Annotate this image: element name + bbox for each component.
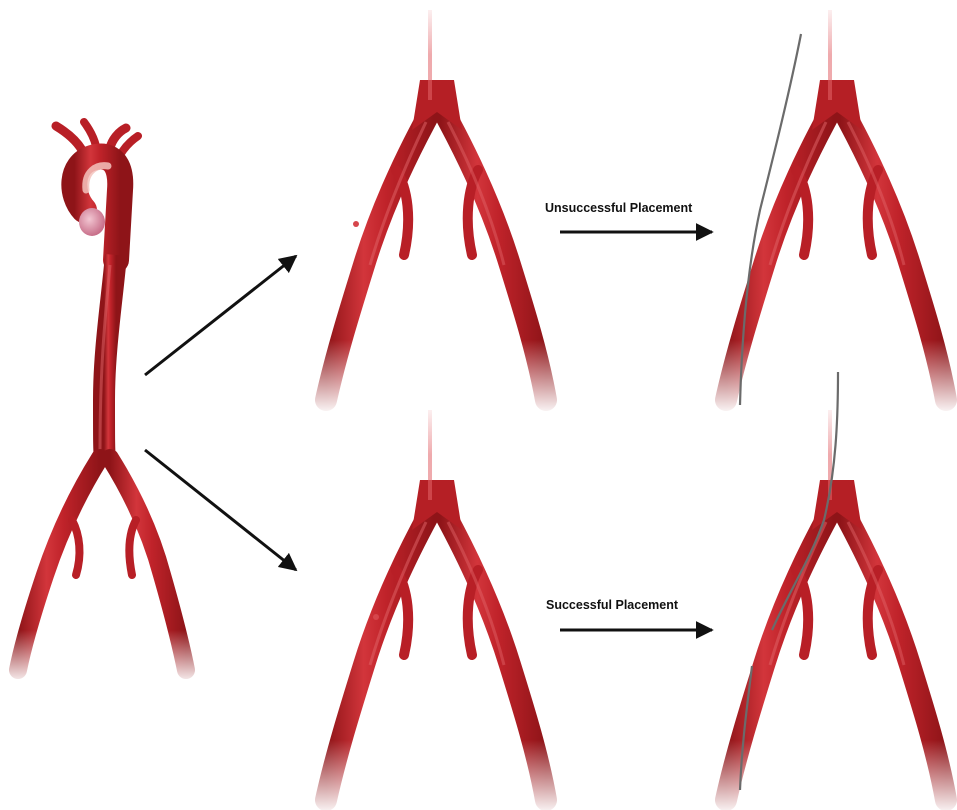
bifurcation-bottom-right — [702, 400, 957, 810]
arrow-to-top-panel — [145, 256, 296, 375]
full-aorta-illustration — [0, 122, 200, 685]
aneurysm-sac — [79, 208, 105, 236]
unsuccessful-placement-label: Unsuccessful Placement — [545, 201, 692, 215]
successful-placement-label: Successful Placement — [546, 598, 678, 612]
access-site-mark — [373, 614, 379, 620]
bifurcation-top-middle — [302, 0, 572, 415]
access-site-mark — [353, 221, 359, 227]
arrow-to-bottom-panel — [145, 450, 296, 570]
bifurcation-bottom-middle — [302, 400, 572, 810]
bifurcation-top-right — [702, 0, 957, 415]
